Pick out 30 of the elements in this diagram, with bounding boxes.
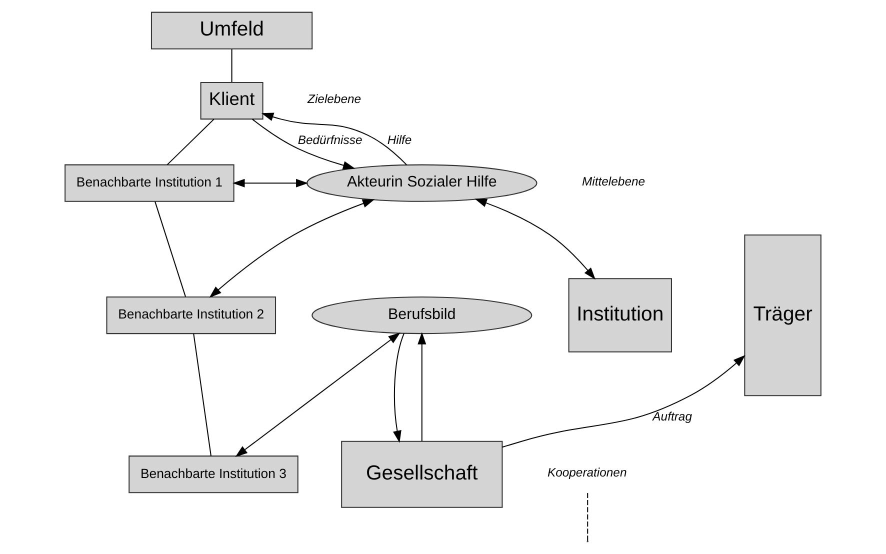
node-box: Klient [200,82,264,120]
connector [231,49,232,82]
arrow [261,112,407,166]
node-ellipse: Berufsbild [312,296,532,334]
label: Mittelebene [582,174,646,188]
node-ellipse: Akteurin Sozialer Hilfe [306,164,538,202]
edge-label: Hilfe [387,133,412,148]
arrow [502,355,746,448]
arrow [252,118,356,170]
label: Zielebene [308,92,362,106]
node-box: Benachbarte Institution 1 [64,164,234,202]
arrow [393,333,404,443]
node-box: Benachbarte Institution 2 [106,296,276,334]
arrow [232,178,308,188]
node-box: Benachbarte Institution 3 [128,456,298,494]
node-text: Kooperationen [547,466,627,480]
arrow [474,198,596,280]
arrow [418,332,426,442]
connector [193,334,212,456]
node-box: Träger [744,234,822,396]
edge-label: Bedürfnisse [298,133,362,148]
node-box: Institution [568,278,672,352]
arrow [235,332,400,457]
connector [154,202,186,297]
node-box: Umfeld [150,12,313,50]
connector [166,118,214,166]
arrow [209,199,375,298]
edge-label: Auftrag [652,410,692,424]
connector [587,492,588,541]
node-box: Gesellschaft [341,440,503,508]
